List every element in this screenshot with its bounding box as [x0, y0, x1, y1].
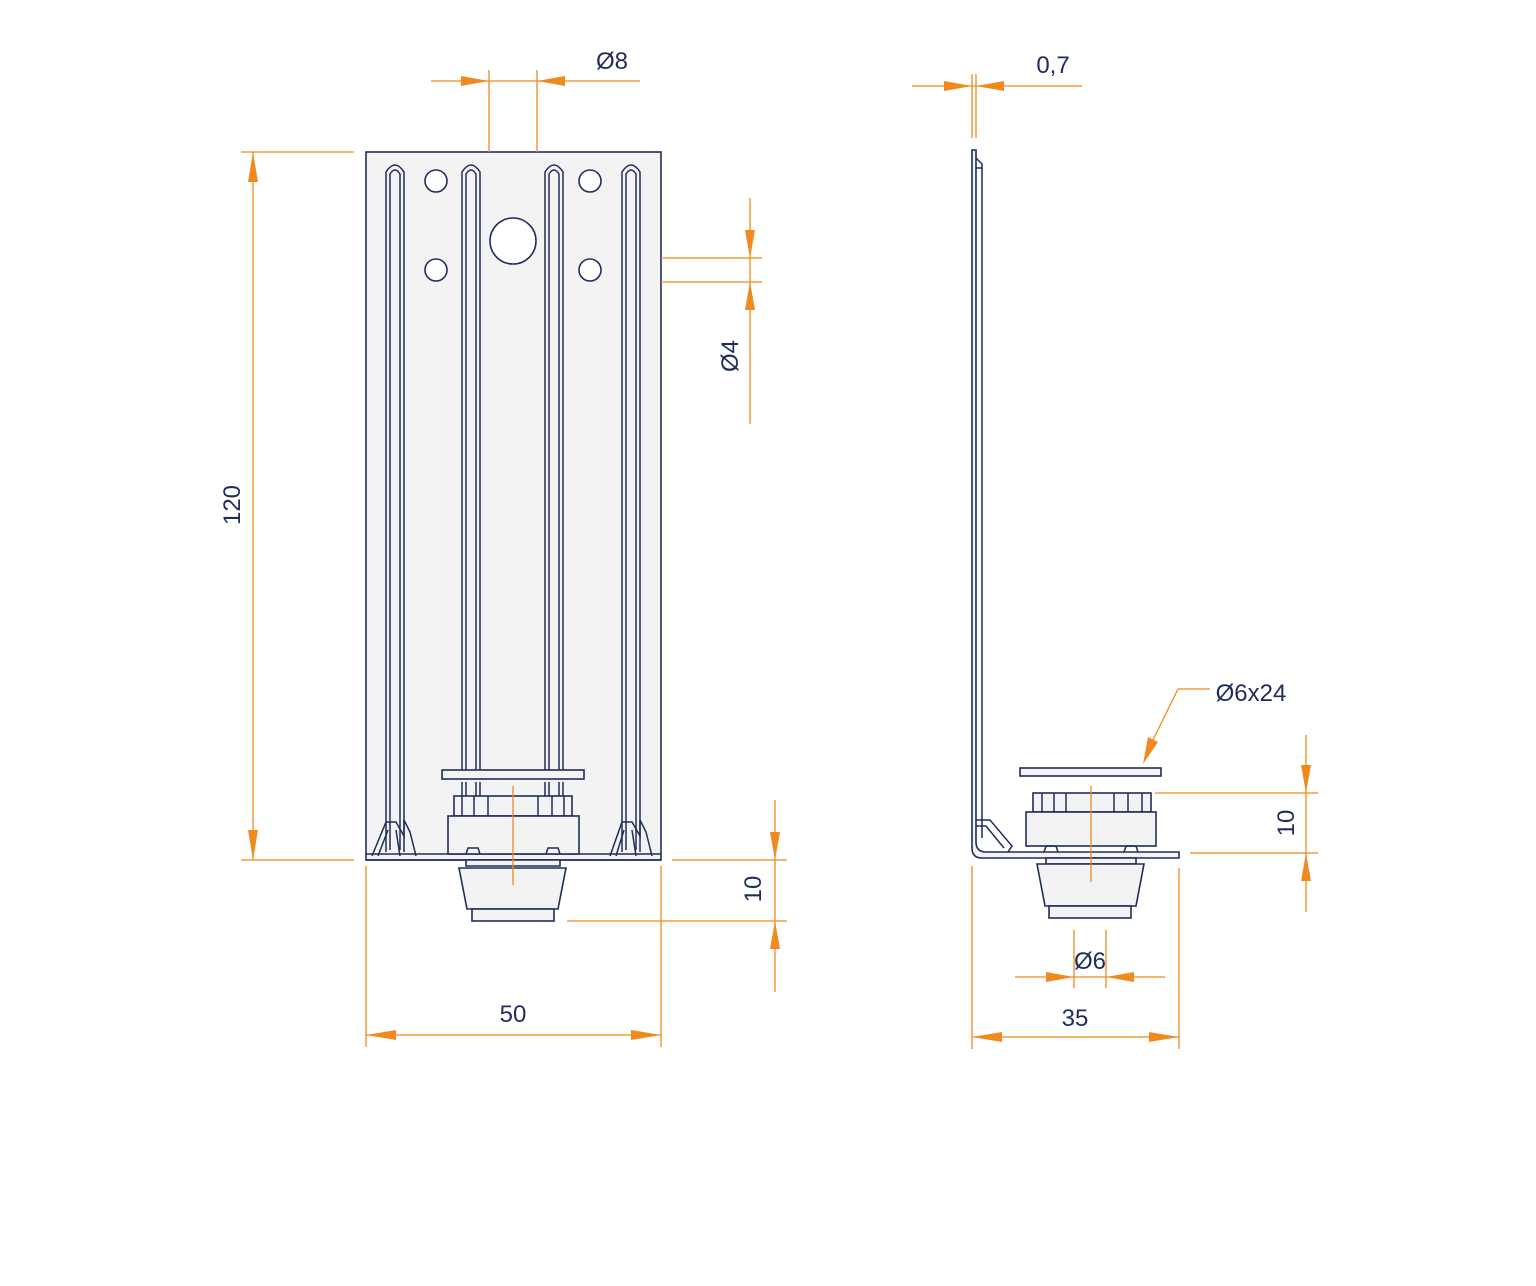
hole-large [489, 217, 537, 265]
leveling-foot-front [441, 769, 585, 922]
leveling-foot-side [1019, 767, 1162, 919]
front-plate [365, 151, 662, 861]
label-width-front: 50 [500, 1001, 527, 1028]
side-view: 0,7 Ø6x24 10 Ø6 [912, 52, 1318, 1049]
label-width-side: 35 [1062, 1005, 1089, 1032]
gusset-left [371, 819, 417, 857]
nut-top-side [1032, 792, 1152, 813]
front-view: Ø8 120 Ø4 10 [219, 48, 787, 1047]
dim-thickness: 0,7 [912, 52, 1082, 138]
dim-diameter-top: Ø8 [431, 48, 640, 152]
rib-2 [461, 164, 481, 770]
label-diameter-hole: Ø4 [717, 340, 744, 372]
label-thickness: 0,7 [1036, 52, 1069, 79]
label-nut-height-side: 10 [1273, 810, 1300, 837]
side-gusset [976, 819, 1013, 853]
holes [424, 169, 602, 282]
hole-small [424, 258, 448, 282]
dim-width-front: 50 [365, 866, 662, 1047]
gusset-right [609, 819, 653, 857]
label-foot-height-front: 10 [740, 876, 767, 903]
rib-1 [385, 164, 405, 852]
side-profile [971, 149, 1180, 859]
washer [441, 769, 585, 780]
dim-width-side: 35 [971, 866, 1180, 1049]
dim-height: 120 [219, 151, 354, 861]
dim-bolt: Ø6x24 [1143, 680, 1286, 764]
label-diameter-bottom: Ø6 [1074, 948, 1106, 975]
washer-side [1019, 767, 1162, 777]
hole-small [424, 169, 448, 193]
foot-pad-side [1036, 863, 1145, 907]
hole-small [578, 169, 602, 193]
hole-small [578, 258, 602, 282]
ribs [385, 164, 641, 852]
rib-4 [621, 164, 641, 852]
rib-3 [544, 164, 564, 770]
label-bolt: Ø6x24 [1216, 680, 1287, 707]
dim-diameter-hole: Ø4 [661, 198, 762, 424]
dim-diameter-bottom: Ø6 [1015, 930, 1165, 988]
dim-foot-height-front: 10 [567, 800, 787, 992]
foot-sole-side [1048, 905, 1132, 919]
foot-pad [458, 867, 567, 910]
dim-nut-height-side: 10 [1155, 735, 1318, 912]
foot-sole [471, 908, 555, 922]
label-diameter-top: Ø8 [596, 48, 628, 75]
label-height: 120 [219, 485, 246, 525]
